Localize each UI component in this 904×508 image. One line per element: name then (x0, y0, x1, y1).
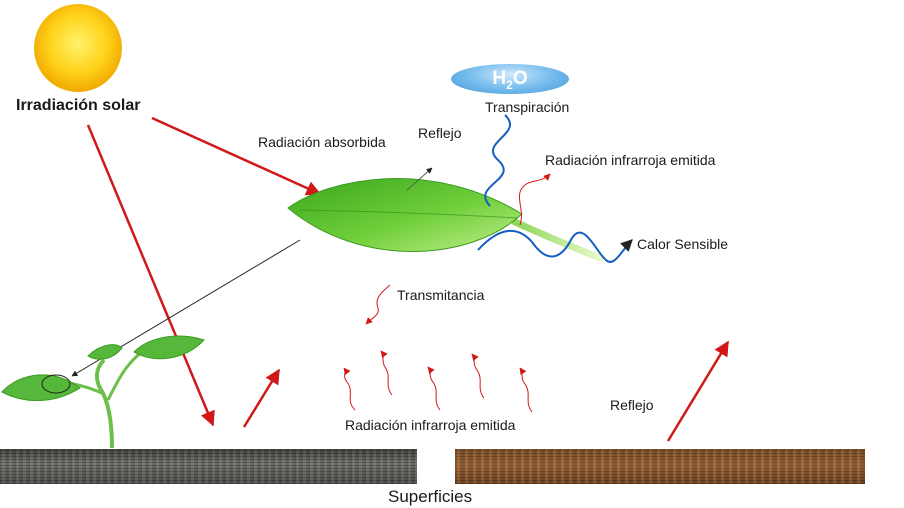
label-leaf-ir-emitted: Radiación infrarroja emitida (545, 152, 716, 168)
water-subscript: 2 (506, 77, 513, 92)
leaf-reflection-arrow (406, 167, 433, 191)
water-base: H (492, 68, 507, 89)
sun-icon (34, 4, 122, 92)
label-ground-ir-emitted: Radiación infrarroja emitida (345, 417, 516, 433)
label-ground-reflection: Reflejo (610, 397, 654, 413)
water-vapor-bubble: H2O (451, 64, 569, 94)
label-transmittance: Transmitancia (397, 287, 485, 303)
seedling-plant (1, 335, 205, 449)
label-sensible-heat: Calor Sensible (637, 236, 729, 252)
label-leaf-reflection: Reflejo (418, 125, 462, 141)
solar-to-leaf-arrow (151, 116, 322, 196)
leaf-illustration (287, 178, 604, 262)
transpiration-wave (484, 114, 512, 207)
solar-to-ground-arrow (86, 124, 215, 427)
surface-brown-soil (455, 449, 865, 484)
sensible-heat-wave (477, 229, 633, 263)
label-solar-irradiation: Irradiación solar (16, 97, 141, 114)
label-absorbed-radiation: Radiación absorbida (258, 134, 386, 150)
ground-reflection-arrow-right (666, 340, 730, 442)
label-surfaces: Superficies (388, 487, 473, 506)
ground-ir-arrows (343, 350, 533, 413)
leaf-ir-arrow (518, 173, 551, 226)
transmittance-arrow (365, 284, 391, 325)
label-transpiration: Transpiración (485, 99, 570, 115)
water-tail: O (512, 68, 528, 89)
surface-dark-soil (0, 449, 417, 484)
zoom-circle (41, 374, 71, 394)
ground-reflection-arrow-left (242, 368, 281, 428)
